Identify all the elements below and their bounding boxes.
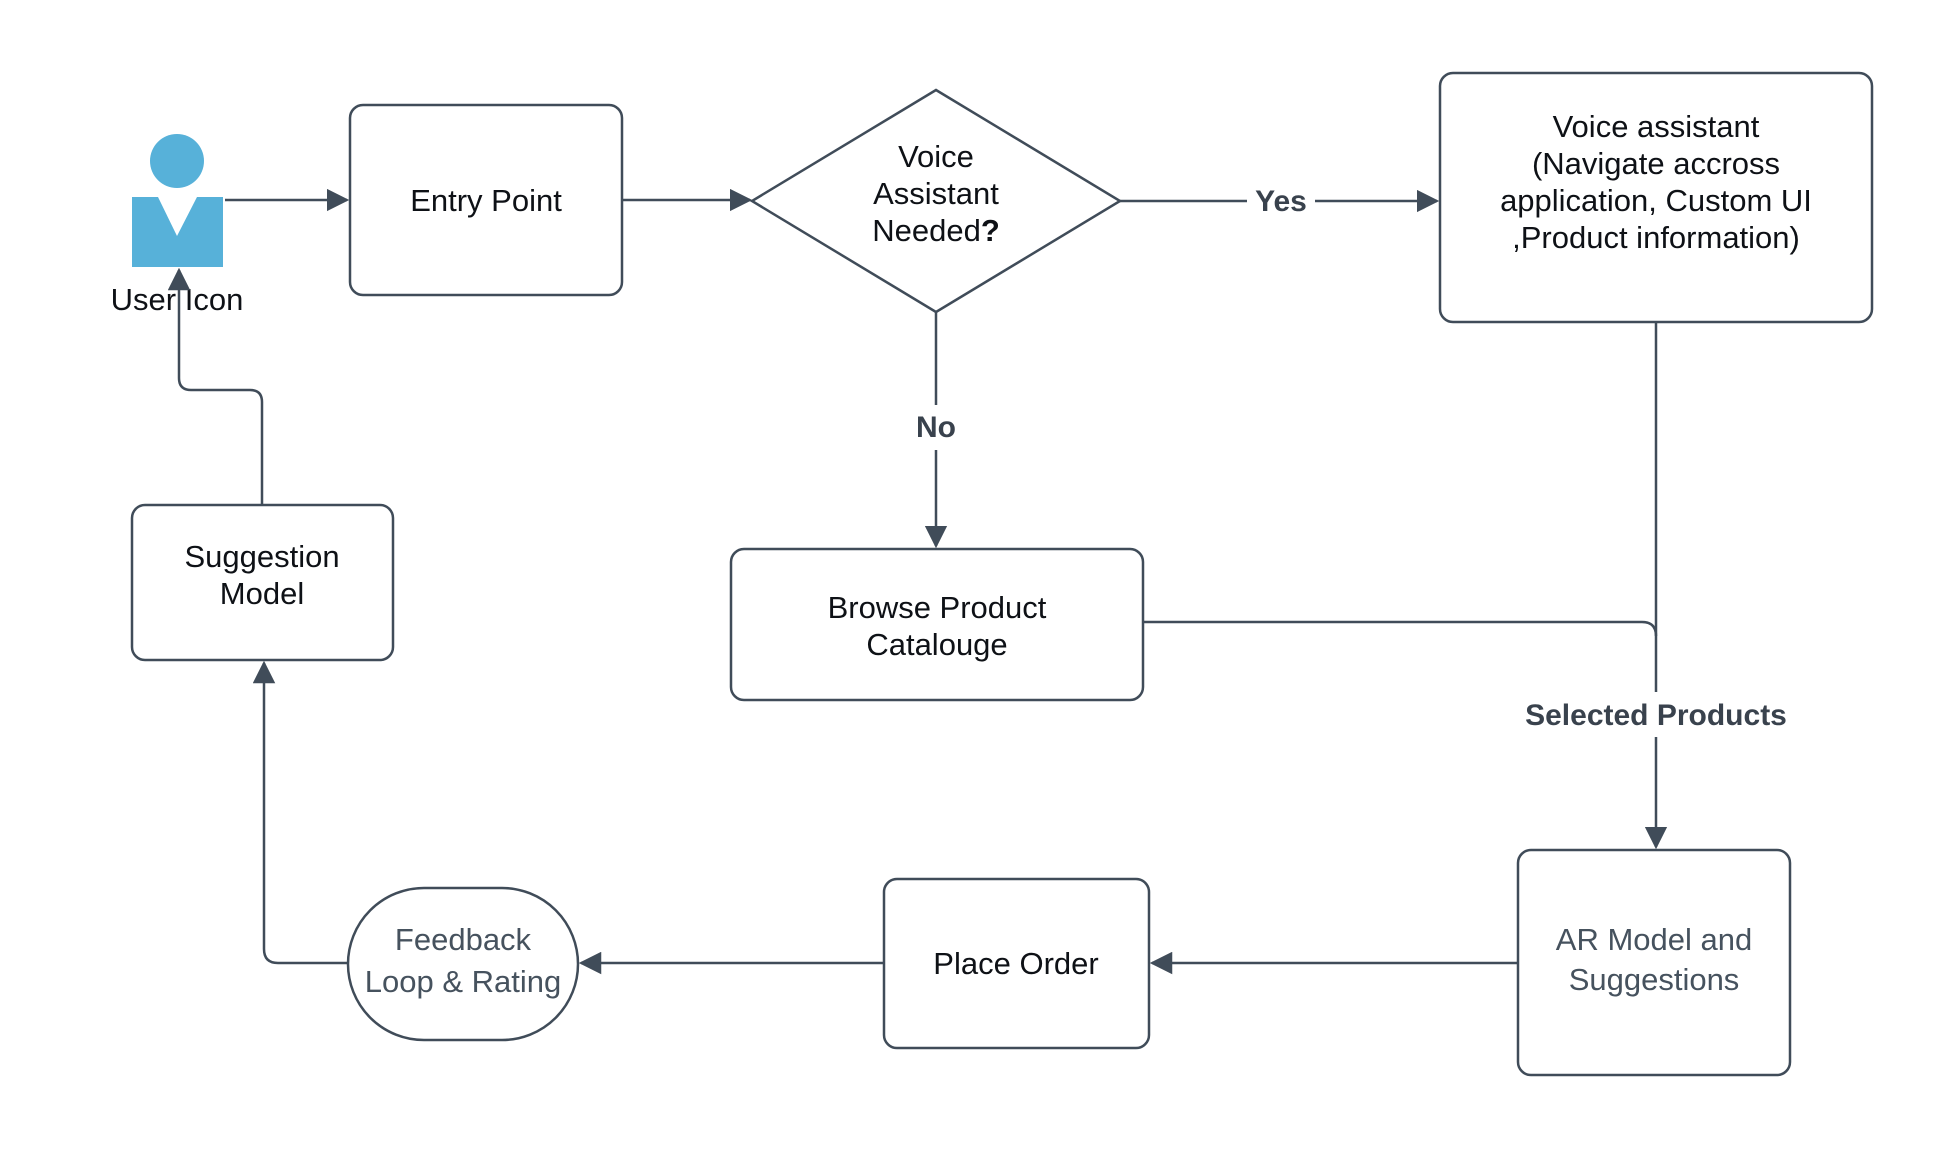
node-ar-model-suggestions: AR Model and Suggestions bbox=[1516, 848, 1792, 1077]
edge-label-selected-products: Selected Products bbox=[1525, 699, 1787, 732]
voice-assistant-line-2: (Navigate accross bbox=[1532, 146, 1780, 181]
user-icon-label: User Icon bbox=[111, 282, 244, 317]
place-order-box bbox=[882, 877, 1151, 1050]
line-browse-join-right bbox=[1143, 620, 1658, 637]
suggestion-model-line-1: Suggestion bbox=[184, 539, 339, 574]
feedback-loop-capsule bbox=[346, 886, 580, 1042]
browse-line-2: Catalouge bbox=[866, 627, 1007, 662]
decision-line-2: Assistant bbox=[873, 176, 999, 211]
ar-model-line-2: Suggestions bbox=[1569, 962, 1740, 997]
ar-model-box bbox=[1516, 848, 1792, 1077]
decision-diamond bbox=[749, 88, 1123, 314]
user-head-icon bbox=[150, 134, 204, 188]
entry-point-box bbox=[348, 103, 624, 297]
decision-line-3: Needed? bbox=[872, 213, 1000, 248]
decision-line-3-text: Needed bbox=[872, 213, 981, 248]
node-voice-assistant: Voice assistant (Navigate accross applic… bbox=[1438, 71, 1874, 324]
browse-box bbox=[729, 547, 1145, 702]
suggestion-model-line-2: Model bbox=[220, 576, 304, 611]
node-suggestion-model: Suggestion Model bbox=[130, 503, 395, 662]
suggestion-model-box bbox=[130, 503, 395, 662]
browse-line-1: Browse Product bbox=[828, 590, 1047, 625]
voice-assistant-line-1: Voice assistant bbox=[1553, 109, 1760, 144]
user-body-icon bbox=[132, 197, 223, 267]
node-feedback-loop-rating: Feedback Loop & Rating bbox=[346, 886, 580, 1042]
node-entry-point: Entry Point bbox=[348, 103, 624, 297]
ar-model-line-1: AR Model and bbox=[1556, 922, 1752, 957]
edge-label-yes: Yes bbox=[1255, 185, 1307, 218]
feedback-loop-line-1: Feedback bbox=[395, 922, 532, 957]
feedback-loop-line-2: Loop & Rating bbox=[365, 964, 561, 999]
node-place-order: Place Order bbox=[882, 877, 1151, 1050]
arrow-feedback-to-suggestion bbox=[252, 660, 348, 965]
entry-point-label: Entry Point bbox=[410, 183, 562, 218]
voice-assistant-box bbox=[1438, 71, 1874, 324]
voice-assistant-line-4: ,Product information) bbox=[1512, 220, 1800, 255]
voice-assistant-line-3: application, Custom UI bbox=[1500, 183, 1812, 218]
node-browse-product-catalogue: Browse Product Catalouge bbox=[729, 547, 1145, 702]
decision-question-mark: ? bbox=[981, 213, 1000, 248]
edge-label-no: No bbox=[916, 411, 956, 444]
node-voice-assistant-needed-decision: Voice Assistant Needed? bbox=[749, 88, 1123, 314]
arrow-suggestion-to-user bbox=[167, 267, 264, 505]
node-user-icon: User Icon bbox=[111, 134, 244, 317]
decision-line-1: Voice bbox=[898, 139, 974, 174]
place-order-label: Place Order bbox=[933, 946, 1098, 981]
